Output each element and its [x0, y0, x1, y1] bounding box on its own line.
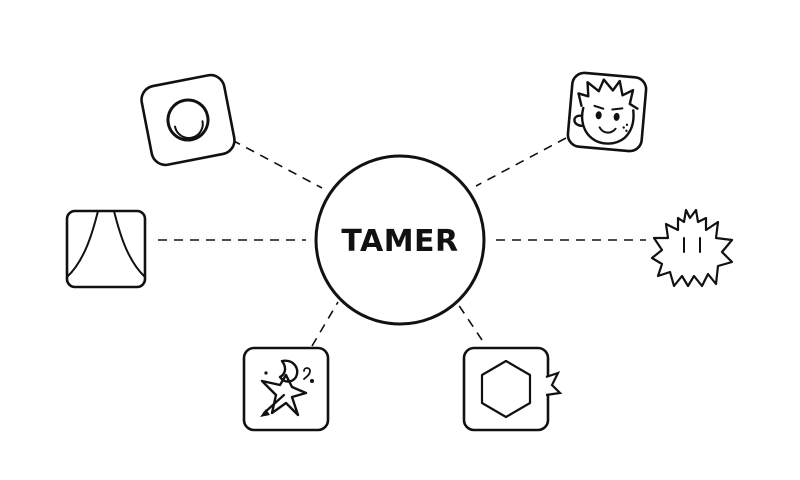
spiky-crown-icon — [650, 208, 734, 288]
connector-figure — [311, 301, 339, 347]
hub-node[interactable]: TAMER — [314, 154, 486, 326]
node-curtain[interactable] — [65, 209, 147, 289]
hub-label: TAMER — [341, 224, 458, 259]
connector-ring — [231, 139, 323, 189]
node-ring[interactable] — [139, 73, 237, 168]
hexagon-icon-notch — [545, 371, 563, 397]
curtain-arch-icon — [66, 210, 146, 278]
connector-hexagon — [457, 303, 483, 341]
node-hexagon[interactable] — [462, 346, 563, 432]
hexagon-icon — [480, 359, 532, 419]
connector-face — [475, 137, 567, 187]
ring-icon — [166, 98, 210, 142]
node-face[interactable] — [566, 71, 648, 153]
dancing-figure-icon — [260, 359, 314, 417]
cartoon-face-icon — [573, 78, 639, 145]
ring-icon-frame — [140, 73, 236, 167]
node-figure[interactable] — [242, 346, 330, 432]
hub-circle — [314, 154, 486, 326]
connectors — [158, 137, 646, 347]
curtain-icon-frame — [65, 209, 147, 289]
node-crown[interactable] — [650, 208, 734, 288]
